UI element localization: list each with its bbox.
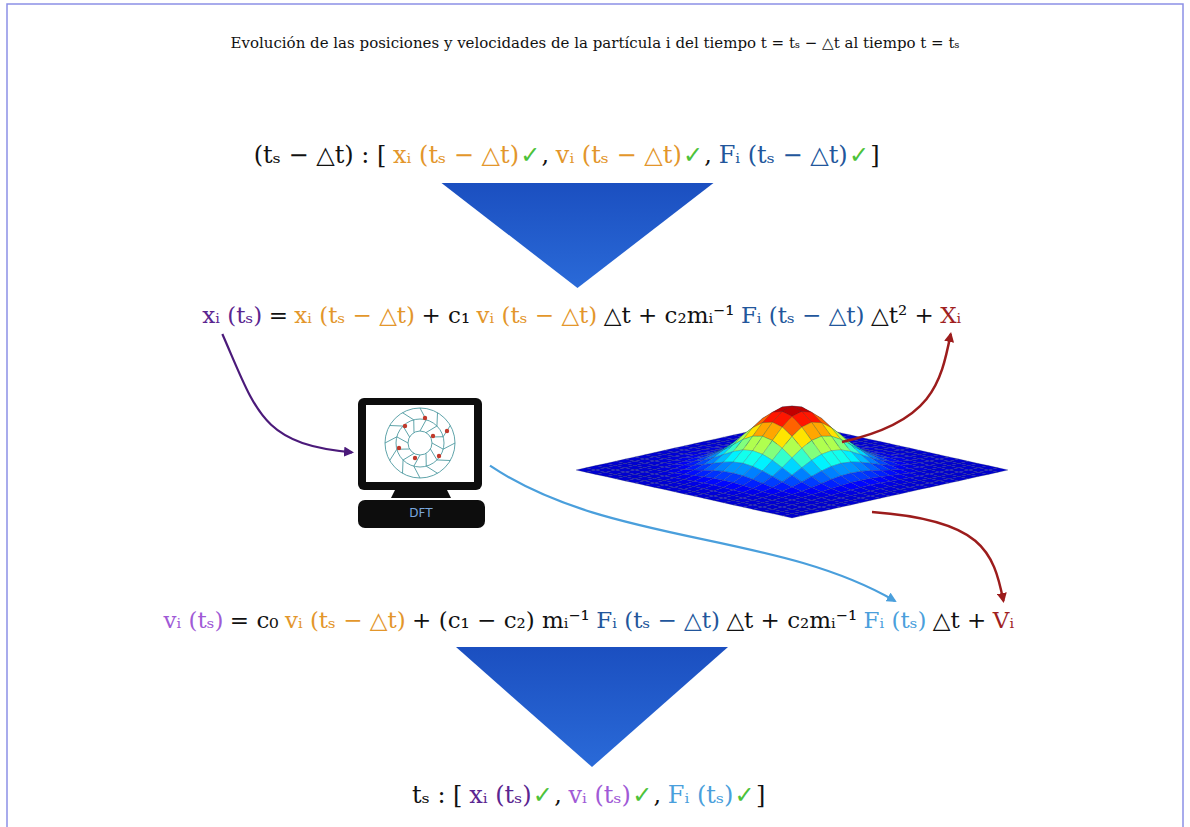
equation-term: (tₛ − △t) : [ — [254, 141, 387, 169]
node-label: DFT — [355, 506, 487, 520]
equation-term: △t + c₂mᵢ⁻¹ — [604, 302, 735, 328]
equation-term: Vᵢ — [993, 607, 1014, 633]
leader-arrow — [842, 334, 951, 442]
equation-term: vᵢ (tₛ − △t) — [285, 607, 406, 633]
equation-term: xᵢ (tₛ − △t) — [294, 302, 415, 328]
check-mark: ✓ — [632, 781, 652, 809]
check-mark: ✓ — [735, 781, 755, 809]
equation-term: + (c₁ − c₂) mᵢ⁻¹ — [412, 607, 590, 633]
computer-node: DFT — [355, 396, 487, 530]
title-text: Evolución de las posiciones y velocidade… — [231, 34, 960, 52]
flow-arrow — [490, 466, 895, 601]
equation-term: ] — [870, 141, 879, 169]
equation-term: △t + c₂mᵢ⁻¹ — [726, 607, 857, 633]
leader-arrow — [872, 512, 1003, 601]
equation-term: = — [269, 302, 288, 328]
check-mark: ✓ — [683, 141, 703, 169]
equation-term: = c₀ — [230, 607, 279, 633]
equation-term: Fᵢ (tₛ) — [864, 607, 927, 633]
equation-term: xᵢ (tₛ) — [469, 781, 531, 809]
equation-term: vᵢ (tₛ − △t) — [477, 302, 598, 328]
equation-term: , — [554, 781, 562, 809]
equation-term: , — [704, 141, 712, 169]
flow-arrow — [222, 334, 352, 452]
equation-term: Xᵢ — [940, 302, 961, 328]
equation-row: xᵢ (tₛ) =xᵢ (tₛ − △t)+ c₁ vᵢ (tₛ − △t)△t +… — [202, 302, 967, 328]
equation-row: (tₛ − △t) : [xᵢ (tₛ − △t)✓,vᵢ (tₛ − △t)✓… — [254, 141, 887, 169]
equation-term: △t² + — [871, 302, 934, 328]
equation-term: Fᵢ (tₛ − △t) — [596, 607, 720, 633]
equation-term: + c₁ — [421, 302, 470, 328]
equation-term: xᵢ (tₛ) — [202, 302, 262, 328]
gaussian-surface — [576, 406, 1008, 518]
equation-term: xᵢ (tₛ − △t) — [393, 141, 519, 169]
diagram-title: Evolución de las posiciones y velocidade… — [0, 34, 1190, 52]
flow-chevron — [441, 183, 713, 288]
equation-term: Fᵢ (tₛ − △t) — [741, 302, 865, 328]
check-mark: ✓ — [533, 781, 553, 809]
equation-row: tₛ : [xᵢ (tₛ)✓,vᵢ (tₛ)✓,Fᵢ (tₛ)✓] — [412, 781, 772, 809]
equation-term: tₛ : [ — [412, 781, 462, 809]
equation-term: ] — [756, 781, 765, 809]
check-mark: ✓ — [849, 141, 869, 169]
equation-row: vᵢ (tₛ)= c₀vᵢ (tₛ − △t)+ (c₁ − c₂) mᵢ⁻¹F… — [164, 607, 1021, 633]
equation-term: vᵢ (tₛ) — [568, 781, 630, 809]
frame-line — [7, 4, 1183, 827]
equation-term: Fᵢ (tₛ) — [668, 781, 734, 809]
flow-chevron — [456, 647, 728, 767]
equation-term: , — [541, 141, 549, 169]
check-mark: ✓ — [520, 141, 540, 169]
equation-term: Fᵢ (tₛ − △t) — [719, 141, 848, 169]
equation-term: , — [653, 781, 661, 809]
equation-term: vᵢ (tₛ) — [164, 607, 224, 633]
equation-term: △t + — [933, 607, 987, 633]
equation-term: vᵢ (tₛ − △t) — [556, 141, 682, 169]
